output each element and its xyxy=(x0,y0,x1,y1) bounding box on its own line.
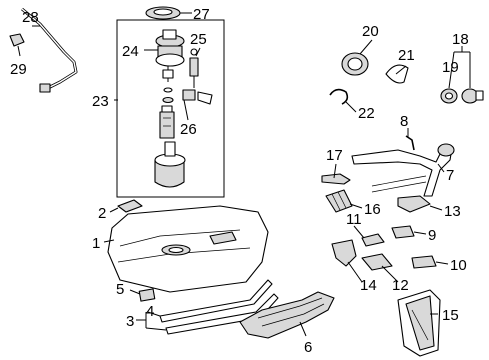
part-24-pump-flange xyxy=(155,29,185,82)
part-pump-small-parts xyxy=(162,87,213,105)
part-15-canister xyxy=(397,289,441,357)
part-10-bracket xyxy=(411,255,437,269)
pump-module-box xyxy=(116,19,225,198)
part-21-gasket xyxy=(385,64,409,84)
part-20-filler-cap xyxy=(341,52,369,76)
callout-26: 26 xyxy=(180,121,197,138)
part-13-bracket xyxy=(397,195,431,213)
part-2-protector xyxy=(117,199,143,213)
part-7-filler-pipe xyxy=(351,143,455,197)
part-1-fuel-tank xyxy=(107,205,269,293)
callout-17: 17 xyxy=(326,147,343,164)
part-25-fuel-sender xyxy=(189,48,199,88)
callout-3: 3 xyxy=(126,313,134,330)
callout-25: 25 xyxy=(190,31,207,48)
part-12-bracket xyxy=(361,253,393,271)
callout-15: 15 xyxy=(442,307,459,324)
callout-24: 24 xyxy=(122,43,139,60)
callout-14: 14 xyxy=(360,277,377,294)
part-28-fuel-tube xyxy=(21,7,78,93)
callout-11: 11 xyxy=(346,211,362,228)
part-27-retaining-ring xyxy=(145,6,181,20)
part-29-clamp xyxy=(9,33,25,47)
part-3-4-tank-straps xyxy=(159,279,279,335)
callout-13: 13 xyxy=(444,203,461,220)
callout-16: 16 xyxy=(364,201,381,218)
part-17-hose xyxy=(321,173,351,185)
part-18-valve xyxy=(461,88,484,104)
part-6-heat-shield xyxy=(239,291,335,339)
part-16-hose xyxy=(325,189,353,213)
callout-4: 4 xyxy=(146,303,154,320)
callout-12: 12 xyxy=(392,277,409,294)
part-11-bracket xyxy=(361,233,385,247)
part-fuel-strainer xyxy=(154,141,186,188)
part-22-clip xyxy=(329,88,349,105)
callout-27: 27 xyxy=(193,6,210,23)
callout-23: 23 xyxy=(92,93,109,110)
part-14-bracket xyxy=(331,239,357,267)
part-26-fuel-pump xyxy=(159,105,175,139)
part-5-pad xyxy=(138,288,156,302)
callout-18: 18 xyxy=(452,31,469,48)
callout-28: 28 xyxy=(22,9,39,26)
leader-lines xyxy=(17,12,471,337)
callout-20: 20 xyxy=(362,23,379,40)
callout-5: 5 xyxy=(116,281,124,298)
callout-6: 6 xyxy=(304,339,312,356)
callout-2: 2 xyxy=(98,205,106,222)
callout-7: 7 xyxy=(446,167,454,184)
callout-8: 8 xyxy=(400,113,408,130)
callout-labels: 27 24 25 23 26 28 29 20 21 22 18 19 8 7 … xyxy=(10,6,469,356)
callout-10: 10 xyxy=(450,257,467,274)
callout-22: 22 xyxy=(358,105,375,122)
part-19-grommet xyxy=(440,88,458,104)
callout-1: 1 xyxy=(92,235,100,252)
callout-19: 19 xyxy=(442,59,459,76)
callout-29: 29 xyxy=(10,61,27,78)
part-8-breather-tube xyxy=(405,135,415,151)
part-9-bracket xyxy=(391,225,415,239)
callout-9: 9 xyxy=(428,227,436,244)
callout-21: 21 xyxy=(398,47,415,64)
